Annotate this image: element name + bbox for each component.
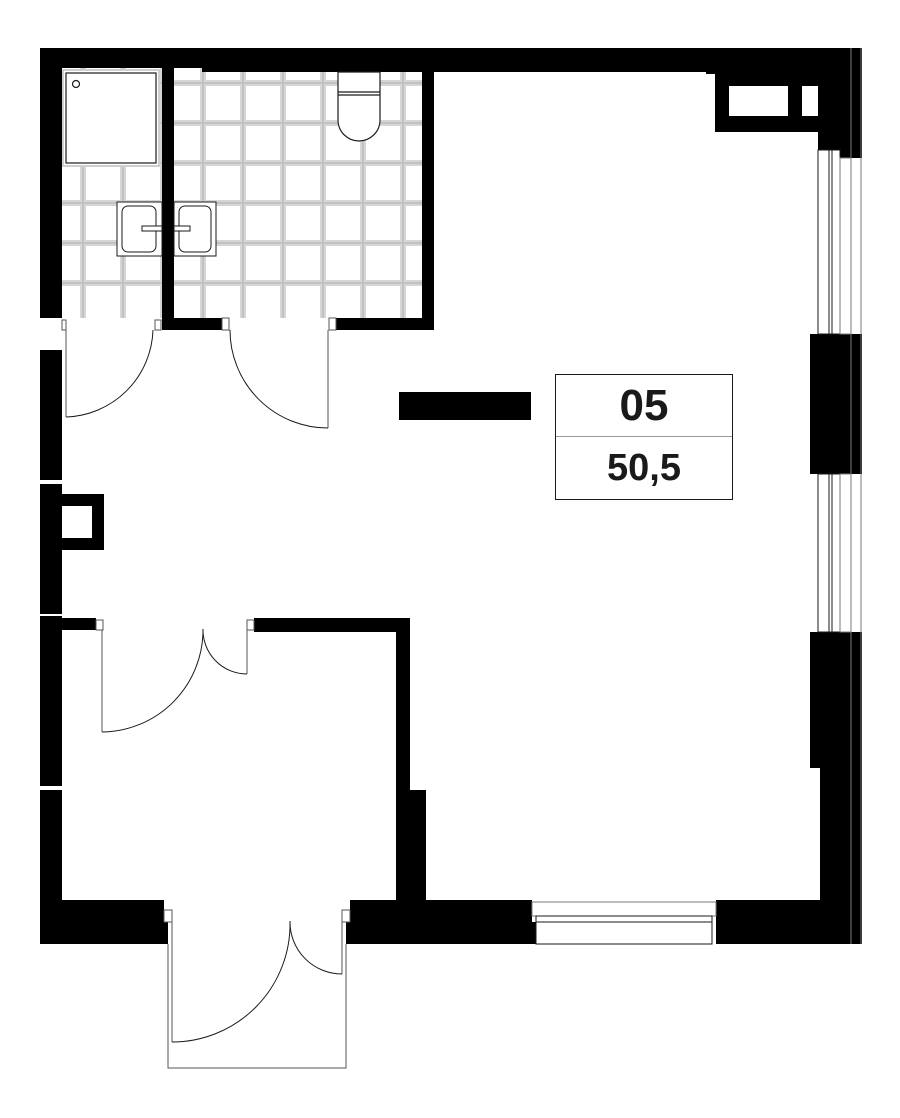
unit-label: 05 50,5	[555, 374, 733, 500]
toilet	[337, 71, 381, 142]
door-hallway-double	[95, 619, 255, 733]
exterior-walls	[40, 48, 862, 944]
shower-tray	[62, 69, 160, 167]
shower-drain-icon	[71, 79, 81, 89]
door-toilet-room	[221, 317, 337, 429]
ventilation-shaft-left	[62, 494, 104, 550]
window-right-upper	[817, 149, 852, 335]
door-entrance-double	[163, 909, 351, 1069]
ventilation-shaft-top-right	[715, 72, 819, 132]
window-bottom	[531, 901, 717, 945]
sinks	[116, 201, 217, 257]
unit-number: 05	[556, 375, 732, 437]
door-shower-room	[61, 319, 162, 418]
doors	[61, 317, 351, 1069]
interior-walls	[62, 48, 531, 902]
unit-area: 50,5	[607, 446, 681, 489]
window-right-lower	[817, 473, 852, 633]
